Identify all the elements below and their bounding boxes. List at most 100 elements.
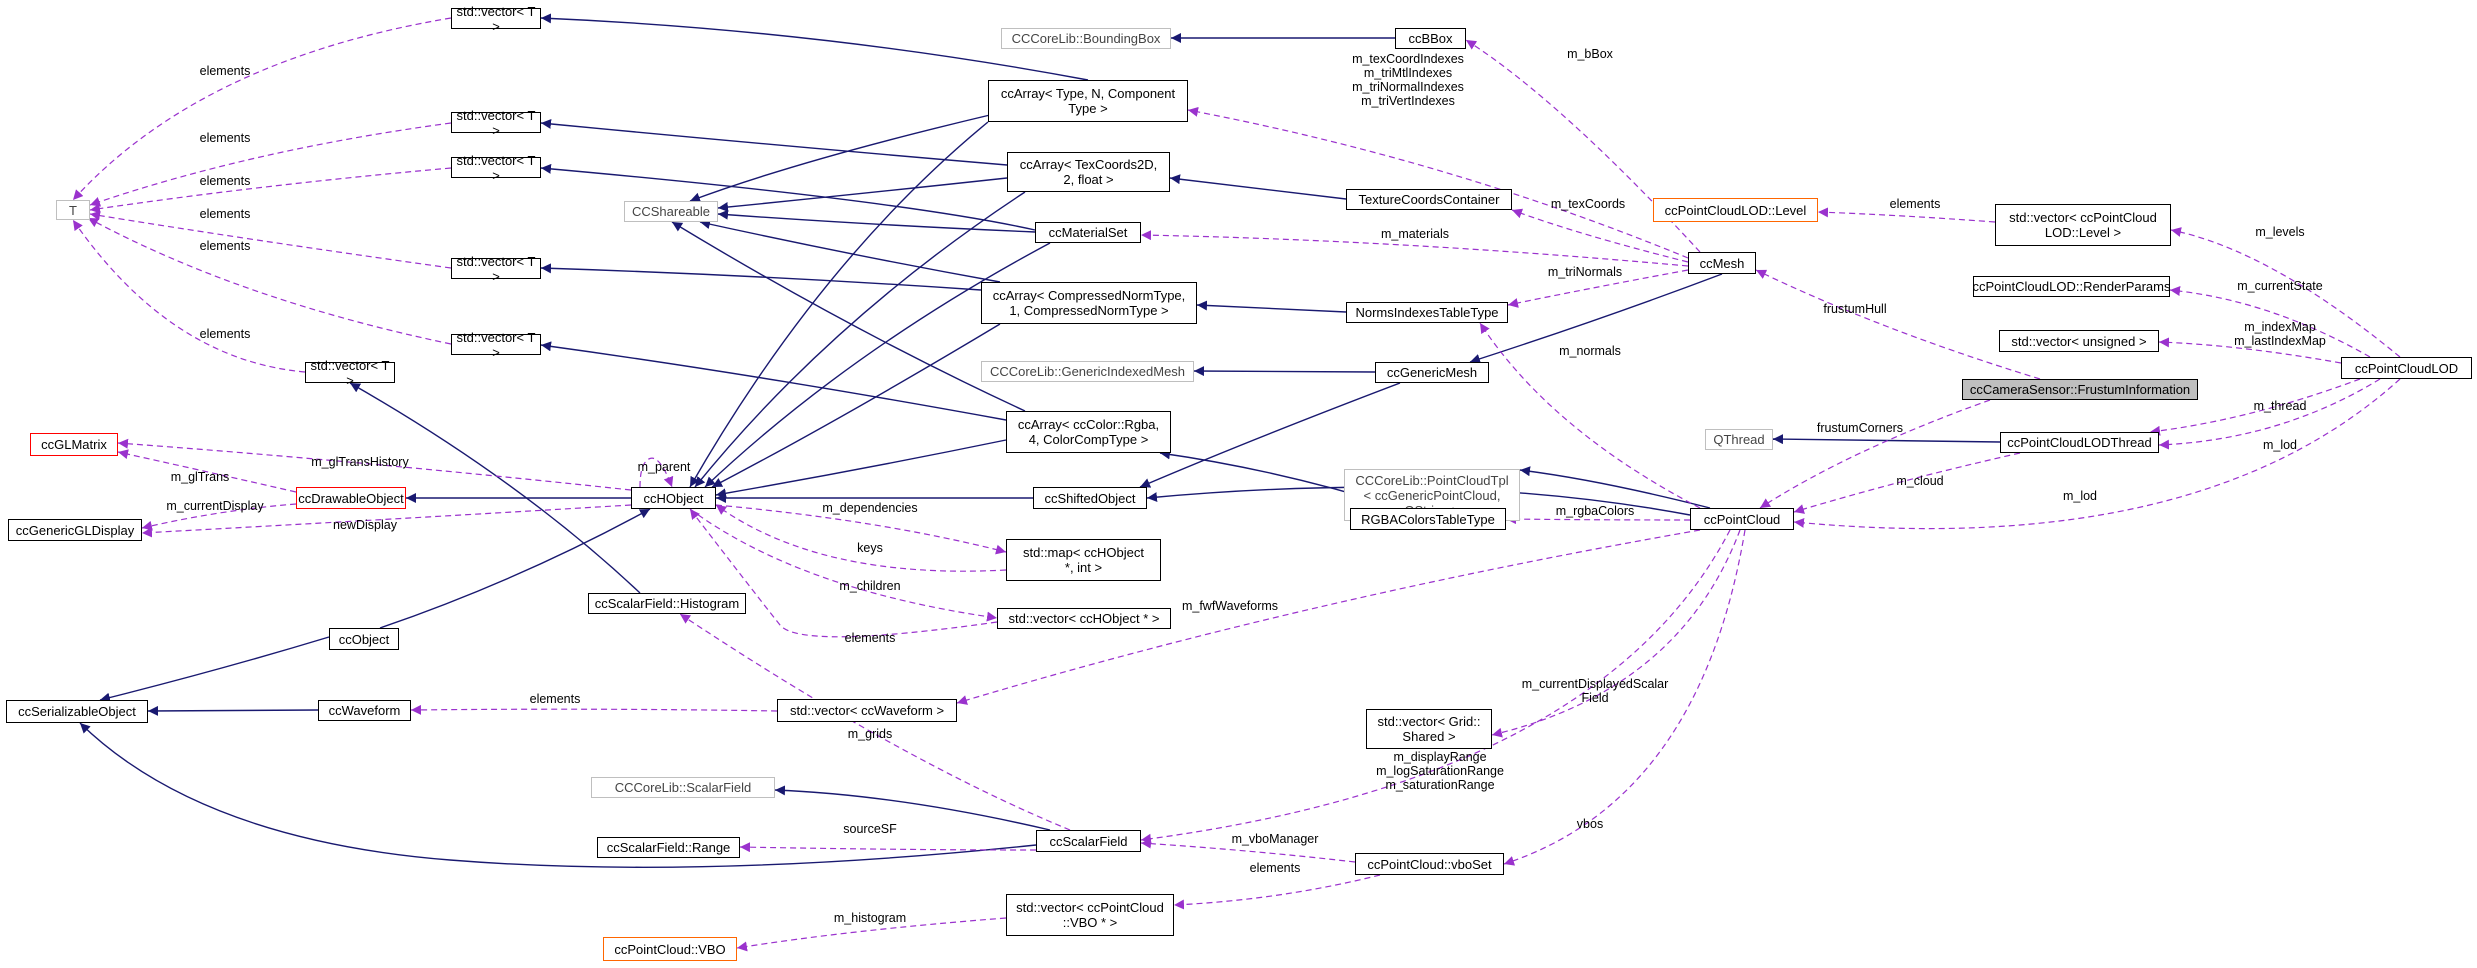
edge-label: m_thread xyxy=(2254,399,2307,413)
node-ccsf[interactable]: ccScalarField xyxy=(1036,830,1141,852)
edge-ccH-ccArrayRgba xyxy=(715,439,1007,499)
edge-label: m_texCoords xyxy=(1551,197,1625,211)
node-vboset[interactable]: ccPointCloud::vboSet xyxy=(1355,853,1504,875)
edge-CCShare-ccArrayNorm xyxy=(699,219,1001,283)
node-vec6[interactable]: std::vector< T > xyxy=(305,358,395,388)
node-vecvbo[interactable]: std::vector< ccPointCloud ::VBO * > xyxy=(1006,894,1174,936)
edge-pc-ccSF xyxy=(1140,529,1731,844)
node-vec1[interactable]: std::vector< T > xyxy=(451,4,541,34)
node-sfhist[interactable]: ccScalarField::Histogram xyxy=(588,593,746,614)
edge-ccH-mapHObj xyxy=(715,504,1007,555)
node-ccpclod[interactable]: ccPointCloudLOD xyxy=(2341,357,2472,379)
node-normsidx[interactable]: NormsIndexesTableType xyxy=(1346,302,1508,323)
edge-label: m_cloud xyxy=(1896,474,1943,488)
node-maphobj[interactable]: std::map< ccHObject *, int > xyxy=(1006,539,1161,581)
edge-vec6-sfHist xyxy=(349,382,641,594)
node-ccdrawable[interactable]: ccDrawableObject xyxy=(296,487,406,509)
edge-ccH-ccGLMatrix xyxy=(117,438,632,491)
node-veclevel[interactable]: std::vector< ccPointCloud LOD::Level > xyxy=(1995,204,2171,246)
node-frustum[interactable]: ccCameraSensor::FrustumInformation xyxy=(1962,379,2198,400)
edge-label: m_fwfWaveforms xyxy=(1182,599,1278,613)
edge-pc-NormsIdx xyxy=(1479,322,1701,509)
node-vecwave[interactable]: std::vector< ccWaveform > xyxy=(777,699,957,722)
node-ccpointcloud[interactable]: ccPointCloud xyxy=(1690,508,1794,530)
edge-label: m_lod xyxy=(2063,489,2097,503)
node-sflib[interactable]: CCCoreLib::ScalarField xyxy=(591,777,775,798)
node-ccgengl[interactable]: ccGenericGLDisplay xyxy=(8,519,142,541)
node-t[interactable]: T xyxy=(56,200,90,220)
node-ccwaveform[interactable]: ccWaveform xyxy=(318,700,411,721)
edge-label: elements xyxy=(1250,861,1301,875)
edge-label: m_glTrans xyxy=(171,470,230,484)
edge-CCShare-ccArray1 xyxy=(689,114,991,203)
node-genidxmesh[interactable]: CCCoreLib::GenericIndexedMesh xyxy=(981,361,1194,382)
node-ccarrayrgba[interactable]: ccArray< ccColor::Rgba, 4, ColorCompType… xyxy=(1006,411,1171,453)
node-lodthread[interactable]: ccPointCloudLODThread xyxy=(2000,432,2159,453)
edge-label: keys xyxy=(857,541,883,555)
edge-label: m_rgbaColors xyxy=(1556,504,1635,518)
node-vec4[interactable]: std::vector< T > xyxy=(451,254,541,284)
edge-vec6-T xyxy=(72,219,306,373)
node-ccglmatrix[interactable]: ccGLMatrix xyxy=(30,433,118,456)
node-vbo[interactable]: ccPointCloud::VBO xyxy=(603,937,737,961)
node-vec2[interactable]: std::vector< T > xyxy=(451,108,541,138)
node-renderparams[interactable]: ccPointCloudLOD::RenderParams xyxy=(1973,276,2171,297)
edge-vec4-T xyxy=(89,210,452,269)
edge-vec3-T xyxy=(89,167,452,214)
node-ccmaterialset[interactable]: ccMaterialSet xyxy=(1035,222,1141,243)
edge-ccPCLOD-lodThread xyxy=(2149,378,2361,436)
edge-label: m_glTransHistory xyxy=(311,455,409,469)
node-ccarraytex[interactable]: ccArray< TexCoords2D, 2, float > xyxy=(1007,152,1170,192)
node-ccbbox[interactable]: ccBBox xyxy=(1395,28,1466,49)
edge-vec1-T xyxy=(72,17,452,201)
node-ccgenericmesh[interactable]: ccGenericMesh xyxy=(1375,362,1489,383)
node-ccserial[interactable]: ccSerializableObject xyxy=(6,700,148,723)
node-ccarray1[interactable]: ccArray< Type, N, Component Type > xyxy=(988,80,1188,122)
edge-ccH-ccMaterialSet xyxy=(704,242,1051,488)
edge-genMesh-genIdx xyxy=(1193,366,1376,377)
edge-vec1-ccArray1 xyxy=(540,13,1089,81)
edge-ccPCLOD-lodThread2 xyxy=(2158,378,2381,450)
node-ccarraynorm[interactable]: ccArray< CompressedNormType, 1, Compress… xyxy=(981,282,1197,324)
node-ccmesh[interactable]: ccMesh xyxy=(1688,252,1756,274)
node-ccshifted[interactable]: ccShiftedObject xyxy=(1033,487,1147,509)
edge-CCShare-ccArrayRgba xyxy=(671,221,1026,412)
edge-ccMesh-ccArray1 xyxy=(1187,106,1689,259)
edge-ccSF-ccSerial xyxy=(79,722,1037,868)
node-texcont[interactable]: TextureCoordsContainer xyxy=(1346,189,1512,210)
node-ccobject[interactable]: ccObject xyxy=(329,628,399,650)
edge-label: m_parent xyxy=(638,460,691,474)
node-vecuns[interactable]: std::vector< unsigned > xyxy=(1999,330,2159,352)
node-vec3[interactable]: std::vector< T > xyxy=(451,153,541,183)
edge-vec3-ccMaterialSet xyxy=(540,163,1036,231)
edge-pc-vecWave xyxy=(956,529,1701,705)
edge-CCShare-ccArrayTex xyxy=(717,177,1008,212)
node-qthread[interactable]: QThread xyxy=(1705,429,1773,450)
node-sfrange[interactable]: ccScalarField::Range xyxy=(597,837,740,858)
edge-ccSF-sfHist xyxy=(679,613,1071,831)
node-cchobject[interactable]: ccHObject xyxy=(631,487,716,509)
node-vechobj[interactable]: std::vector< ccHObject * > xyxy=(997,608,1171,629)
edge-label: frustumCorners xyxy=(1817,421,1903,435)
edge-ccPCLOD-pc xyxy=(1793,378,2401,530)
node-vec5[interactable]: std::vector< T > xyxy=(451,330,541,360)
edge-pc-vecGrid xyxy=(1491,529,1741,738)
node-rgbacolors[interactable]: RGBAColorsTableType xyxy=(1350,508,1506,530)
node-vecgrid[interactable]: std::vector< Grid:: Shared > xyxy=(1366,709,1492,749)
edge-vecLevel-lodLevel xyxy=(1817,207,1996,223)
edge-ccH-ccGenGL xyxy=(141,504,632,538)
edge-label: elements xyxy=(200,174,251,188)
node-lodlevel[interactable]: ccPointCloudLOD::Level xyxy=(1653,198,1818,222)
edge-label: m_triNormals xyxy=(1548,265,1622,279)
edge-label: elements xyxy=(200,239,251,253)
edge-vec2-T xyxy=(89,122,452,207)
node-ccshareable[interactable]: CCShareable xyxy=(624,201,718,222)
edge-ccH-ccArrayNorm xyxy=(711,323,1001,488)
edge-ccH-ccArray1 xyxy=(689,121,989,488)
edge-label: sourceSF xyxy=(843,822,897,836)
node-bbox-lib[interactable]: CCCoreLib::BoundingBox xyxy=(1001,28,1171,49)
edge-label: m_children xyxy=(839,579,900,593)
